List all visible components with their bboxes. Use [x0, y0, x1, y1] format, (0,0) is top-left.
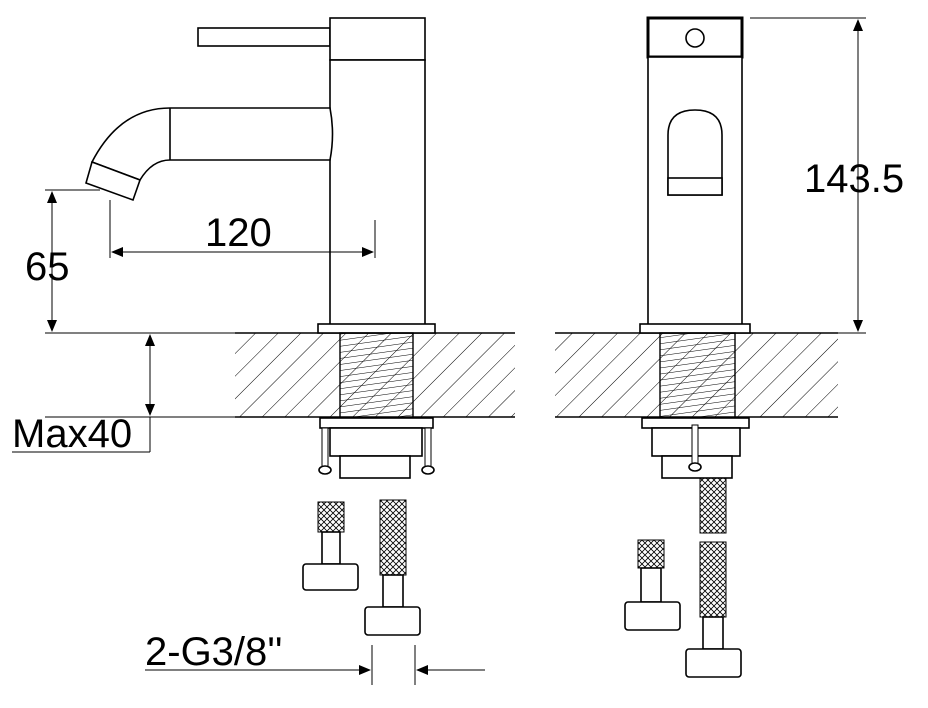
max-counter-label: Max40: [12, 412, 132, 456]
spout-reach-label: 120: [205, 211, 272, 255]
faucet-body: [329, 59, 426, 327]
hose-left-1: [302, 501, 359, 591]
connection-label: 2-G3/8'': [145, 630, 283, 674]
threaded-shank: [339, 332, 414, 421]
aerator: [85, 160, 142, 202]
spout-opening: [667, 109, 723, 196]
total-height-label: 143.5: [804, 157, 904, 201]
lever-handle: [197, 27, 331, 47]
indicator-hole: [685, 28, 705, 48]
hose-left-2: [364, 499, 421, 636]
hose-right-1: [624, 539, 681, 631]
dimension-max-counter: Max40: [12, 334, 235, 456]
dimension-spout-height: 65: [25, 189, 235, 334]
spout: [90, 107, 334, 181]
hose-right-2: [685, 477, 742, 678]
dimension-total-height: 143.5: [750, 17, 904, 334]
base-flange: [317, 323, 436, 334]
dimension-connection: 2-G3/8'': [145, 630, 485, 685]
handle-cap: [329, 17, 426, 61]
faucet-front-view: [639, 16, 751, 479]
spout-height-label: 65: [25, 245, 70, 289]
faucet-side-view: [85, 17, 436, 479]
dimension-spout-reach: 120: [109, 200, 376, 258]
